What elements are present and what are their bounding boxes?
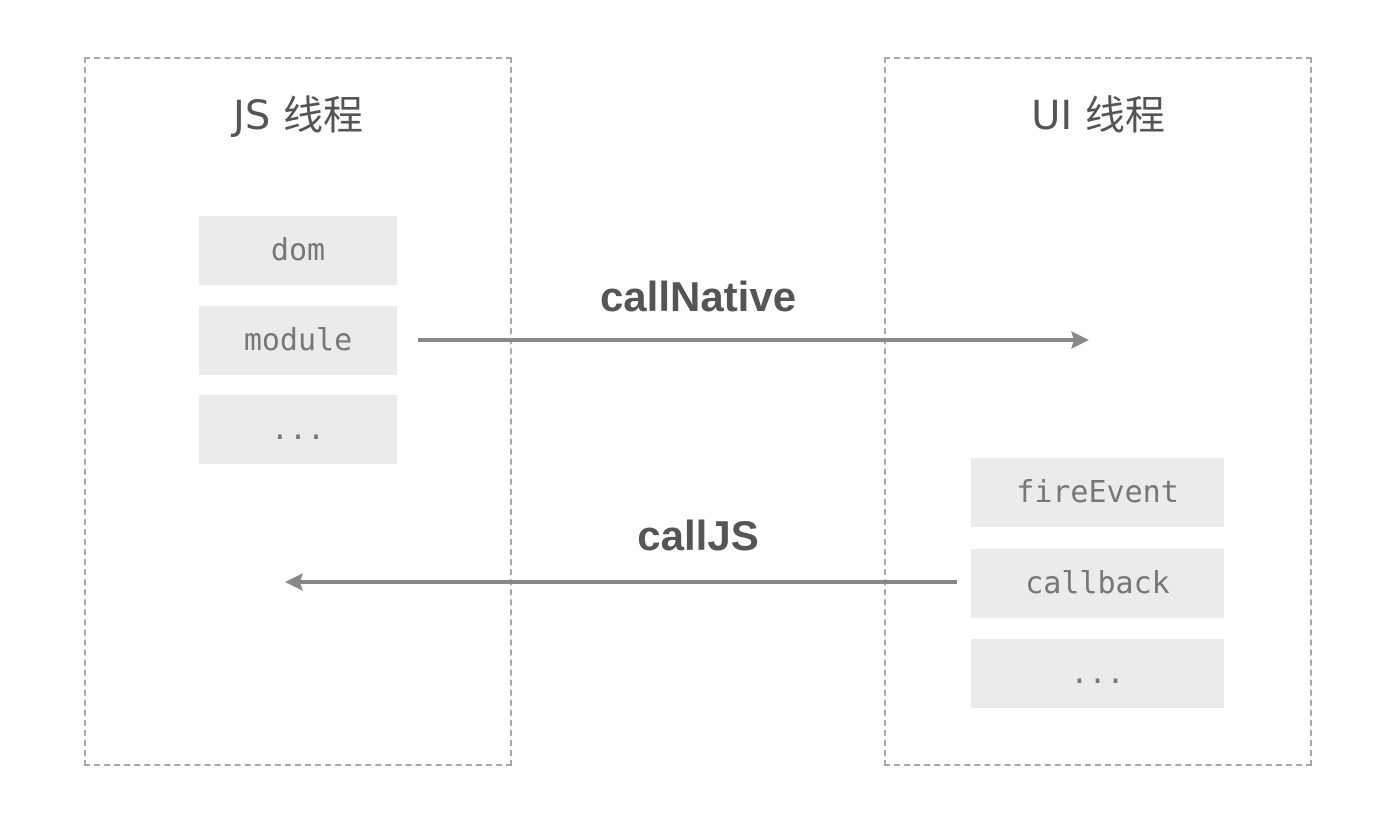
ui-thread-box xyxy=(884,57,1312,766)
call-native-label: callNative xyxy=(599,273,797,320)
js-item-dom: dom xyxy=(199,216,397,285)
js-thread-box xyxy=(84,57,512,766)
js-item-module: module xyxy=(199,306,397,375)
call-js-label: callJS xyxy=(637,512,759,559)
js-thread-title: JS 线程 xyxy=(233,93,363,139)
ui-item-callback: callback xyxy=(971,549,1224,618)
ui-thread-title: UI 线程 xyxy=(1031,93,1165,139)
ui-item-fireevent: fireEvent xyxy=(971,458,1224,527)
ui-item-more: ... xyxy=(971,639,1224,708)
js-item-more: ... xyxy=(199,395,397,464)
